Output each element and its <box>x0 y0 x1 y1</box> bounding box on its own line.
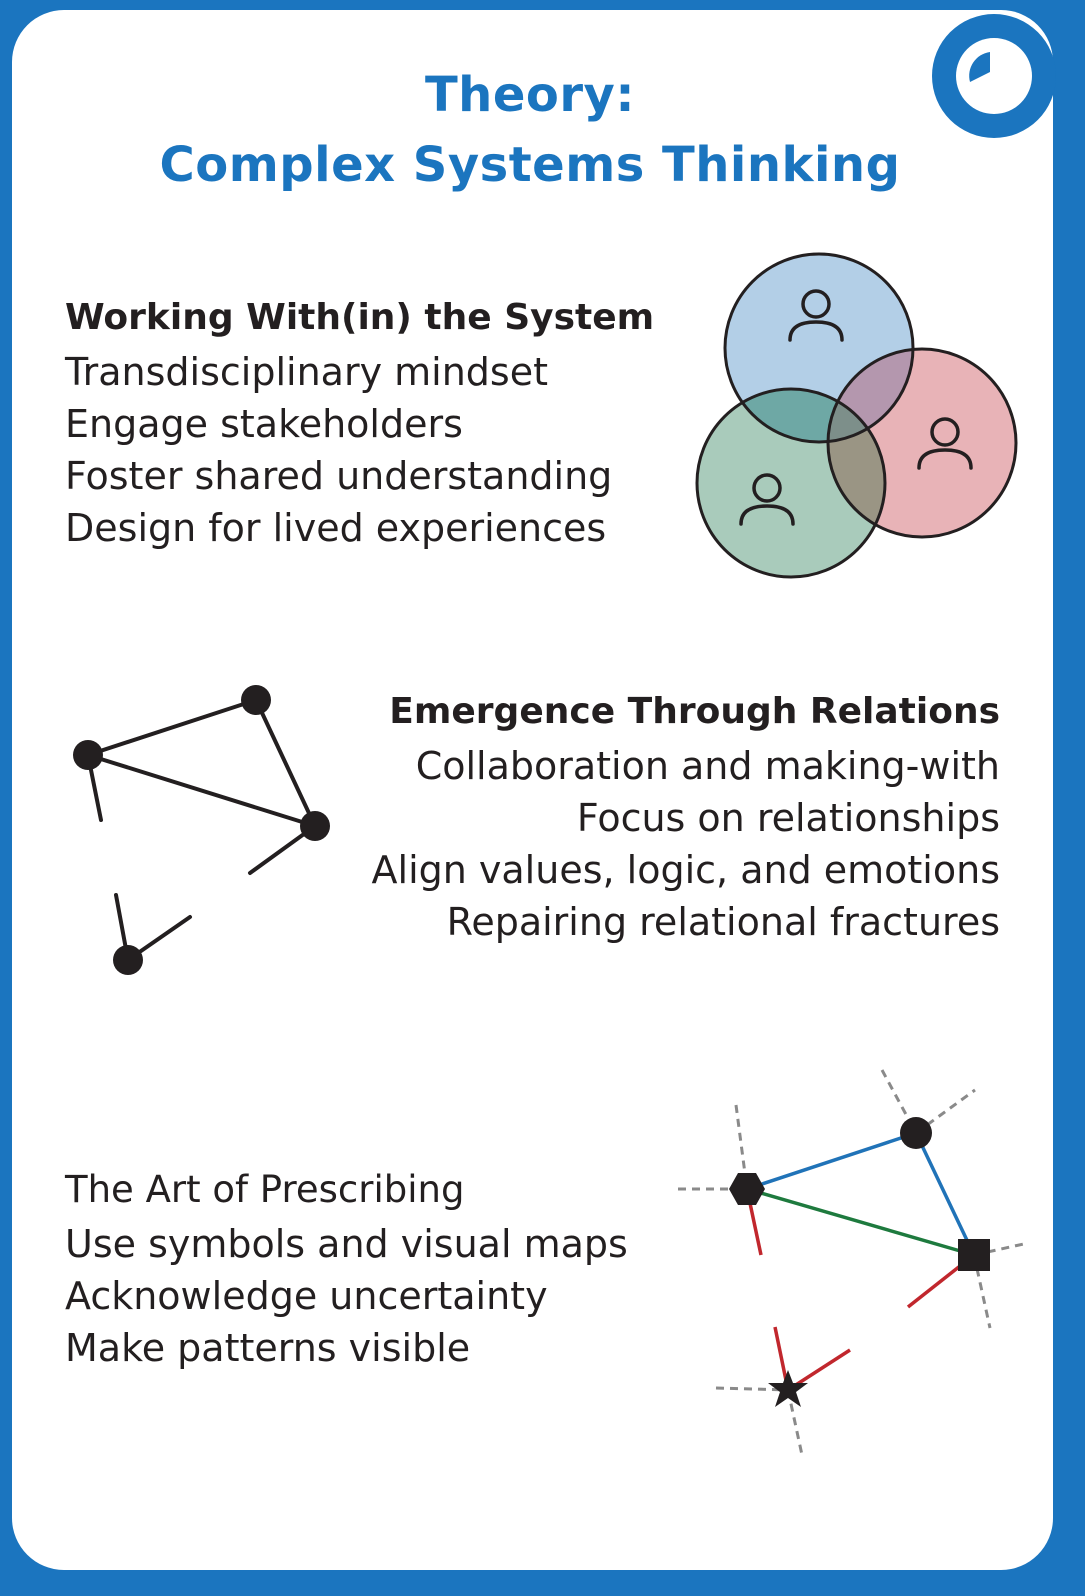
person-icon <box>788 289 844 342</box>
list-item: Align values, logic, and emotions <box>371 848 1000 892</box>
title-line-2: Complex Systems Thinking <box>159 137 901 193</box>
venn-people-icon <box>695 252 1018 579</box>
page-title: Theory: Complex Systems Thinking <box>0 60 1060 200</box>
list-item: Make patterns visible <box>65 1326 471 1370</box>
title-line-1: Theory: <box>424 67 636 123</box>
list-item: Collaboration and making-with <box>415 744 1000 788</box>
section-emergence-through-relations: Emergence Through Relations Collaboratio… <box>300 686 1000 948</box>
person-icon <box>917 417 973 470</box>
list-item: Acknowledge uncertainty <box>65 1274 548 1318</box>
section-heading: Working With(in) the System <box>65 297 655 338</box>
person-icon <box>739 473 795 526</box>
symbol-map-icon <box>678 1069 1029 1456</box>
theory-card <box>12 10 1053 1570</box>
section-art-of-prescribing: The Art of Prescribing Use symbols and v… <box>65 1164 628 1374</box>
pie-chart-icon <box>932 14 1056 138</box>
section-heading: The Art of Prescribing <box>65 1168 465 1211</box>
star-node <box>768 1370 808 1407</box>
list-item: Foster shared understanding <box>65 454 613 498</box>
list-item: Repairing relational fractures <box>446 900 1000 944</box>
hexagon-node <box>729 1173 765 1205</box>
list-item: Transdisciplinary mindset <box>65 350 548 394</box>
circle-node <box>900 1117 932 1149</box>
list-item: Engage stakeholders <box>65 402 463 446</box>
network-nodes-icon <box>73 685 330 975</box>
section-working-within-system: Working With(in) the System Transdiscipl… <box>65 292 654 554</box>
square-node <box>958 1239 990 1271</box>
list-item: Focus on relationships <box>576 796 1000 840</box>
list-item: Use symbols and visual maps <box>65 1222 628 1266</box>
section-heading: Emergence Through Relations <box>389 691 1000 732</box>
list-item: Design for lived experiences <box>65 506 607 550</box>
